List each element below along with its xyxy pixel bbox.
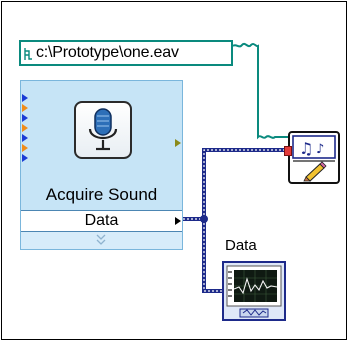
microphone-icon	[74, 101, 132, 159]
input-terminal[interactable]	[22, 144, 28, 152]
path-type-icon	[24, 47, 33, 60]
sound-file-write-icon: ♫ ♪	[292, 135, 336, 182]
output-terminal[interactable]	[175, 139, 181, 147]
input-terminal[interactable]	[22, 104, 28, 112]
waveform-graph-indicator[interactable]	[222, 261, 286, 321]
chevron-double-down-icon	[96, 234, 106, 245]
express-vi-data-label: Data	[84, 212, 119, 229]
acquire-sound-express-vi[interactable]: Acquire Sound Data	[20, 80, 183, 250]
path-constant[interactable]: c:\Prototype\one.eav	[19, 40, 233, 66]
svg-text:♪: ♪	[316, 142, 324, 157]
write-sound-file-vi[interactable]: ♫ ♪	[288, 131, 340, 184]
data-output-terminal[interactable]	[175, 217, 181, 225]
input-terminal[interactable]	[22, 94, 28, 102]
express-vi-data-output[interactable]: Data	[21, 210, 182, 232]
waveform-graph-icon	[226, 265, 282, 318]
input-terminal[interactable]	[22, 124, 28, 132]
input-terminal[interactable]	[22, 154, 28, 162]
input-terminal[interactable]	[22, 114, 28, 122]
wire-junction	[200, 215, 208, 223]
path-wire[interactable]	[232, 42, 288, 140]
path-constant-value: c:\Prototype\one.eav	[36, 44, 179, 61]
block-diagram-frame	[1, 1, 347, 340]
express-vi-title: Acquire Sound	[45, 185, 158, 204]
graph-indicator-label: Data	[225, 237, 257, 254]
express-vi-expander[interactable]	[21, 232, 182, 249]
error-terminal[interactable]	[284, 146, 292, 156]
svg-text:♫: ♫	[299, 139, 313, 158]
input-terminal[interactable]	[22, 134, 28, 142]
